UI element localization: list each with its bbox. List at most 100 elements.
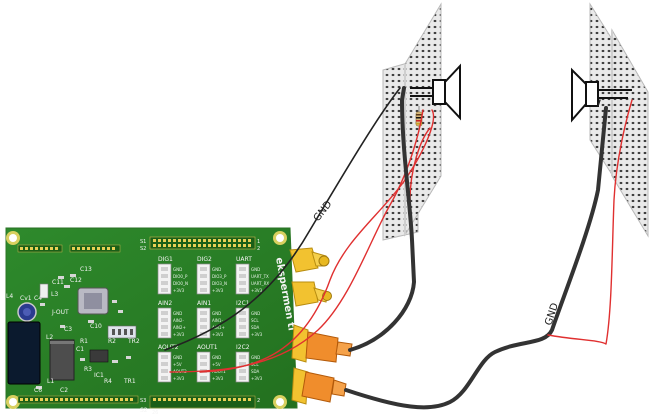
wires [164, 86, 633, 410]
connector-pin-label: DIO0_N [173, 281, 188, 286]
label-c2: C2 [60, 387, 68, 394]
connector-pin [239, 355, 246, 359]
connector-pin-label: AIN2+ [173, 325, 186, 330]
connector-pin [161, 325, 168, 329]
connector-title: I2C1 [236, 300, 250, 307]
connector-pin [239, 281, 246, 285]
small-header-icon [17, 244, 121, 253]
connector-pin-label: GND [251, 311, 260, 316]
connector-pin [239, 332, 246, 336]
connector-pin-label: +3V3 [212, 288, 224, 293]
connector-pin-label: +3V3 [251, 376, 263, 381]
connector-pin [161, 288, 168, 292]
connector-pin-label: GND [173, 355, 182, 360]
connector-housing [196, 263, 211, 295]
connector-pin-label: GND [212, 355, 221, 360]
connector-title: AIN1 [197, 300, 211, 307]
connector-pin-label: GND [251, 267, 260, 272]
label-26: 26 [152, 410, 158, 416]
label-top-1: 1 [257, 239, 260, 245]
bottom-gpio-header [17, 395, 256, 409]
connector-pin-label: +3V3 [251, 332, 263, 337]
label-tr1: TR1 [123, 378, 136, 385]
label-bottom-2: 2 [257, 398, 260, 404]
connector-housing [157, 307, 172, 339]
connector-pin [161, 355, 168, 359]
label-s2: S2 [140, 246, 146, 252]
gnd-label-left: GND [312, 199, 335, 224]
label-c11: C11 [52, 279, 64, 286]
connector-grid: DIG1GNDDIO0_PDIO0_N+3V3DIG2GNDDIO3_PDIO3… [157, 256, 269, 383]
connector-pin-label: SDA [251, 369, 260, 374]
label-r4: R4 [104, 378, 112, 385]
connector-pin [200, 362, 207, 366]
label-l3: L3 [51, 291, 58, 298]
connector-pin [239, 274, 246, 278]
label-c12: C12 [70, 277, 82, 284]
connector-pin [161, 362, 168, 366]
connector-pin [239, 267, 246, 271]
label-r2: R2 [108, 338, 116, 345]
pcb-board: S1 S2 1 2 S3 26 2 [5, 227, 298, 416]
left-breadboard [382, 2, 442, 241]
connector-pin [239, 318, 246, 322]
connector-title: DIG1 [158, 256, 173, 263]
right-speaker-icon [571, 67, 632, 123]
connector-pin-label: +5V [212, 362, 221, 367]
cable-black-left [348, 86, 416, 352]
right-breadboard [589, 2, 649, 238]
connector-pin-label: SDA [251, 325, 260, 330]
ic1-chip-icon [89, 349, 109, 363]
connector-pin [161, 332, 168, 336]
connector-pin-label: DIO3_N [212, 281, 227, 286]
connector-pin [200, 318, 207, 322]
connector-title: AIN2 [158, 300, 172, 307]
connector-pin-label: +3V3 [173, 376, 185, 381]
connector-pin-label: UART_RX [251, 281, 269, 286]
connector-pin [161, 369, 168, 373]
connector-pin-label: AOUT1 [212, 369, 226, 374]
connector-pin [161, 267, 168, 271]
connector-pin [239, 288, 246, 292]
connector-pin-label: DIO3_P [212, 274, 227, 279]
connector-pin-label: AIN1- [212, 318, 223, 323]
connector-pin-label: AIN2- [173, 318, 184, 323]
label-l4: L4 [6, 293, 13, 300]
connector-title: DIG2 [197, 256, 212, 263]
smd-parts-icon [36, 274, 131, 389]
connector-pin [200, 274, 207, 278]
label-l1: L1 [47, 378, 54, 385]
top-gpio-header [149, 236, 256, 250]
label-s1: S1 [140, 239, 146, 245]
label-cv1: Cv1 [20, 295, 32, 302]
wire-red-left-b [199, 109, 435, 373]
connector-pin [161, 281, 168, 285]
connector-housing [235, 263, 250, 295]
label-r3: R3 [84, 366, 92, 373]
connector-pin [161, 274, 168, 278]
connector-pin [239, 325, 246, 329]
connector-housing [235, 307, 250, 339]
label-top-2: 2 [257, 246, 260, 252]
battery-block-icon [7, 321, 41, 385]
label-c1: C1 [76, 346, 84, 353]
connector-pin-label: +3V3 [173, 288, 185, 293]
connector-pin-label: +5V [173, 362, 182, 367]
connector-pin [161, 318, 168, 322]
label-s2-left: S2 [140, 407, 148, 414]
connector-housing [157, 263, 172, 295]
cable-black-right [344, 106, 608, 410]
wire-gnd-left [164, 87, 401, 351]
connector-pin-label: +3V3 [212, 332, 224, 337]
connector-pin-label: GND [173, 311, 182, 316]
capacitor-cv1-icon [17, 302, 37, 322]
connector-pin-label: UART_TX [251, 274, 269, 279]
